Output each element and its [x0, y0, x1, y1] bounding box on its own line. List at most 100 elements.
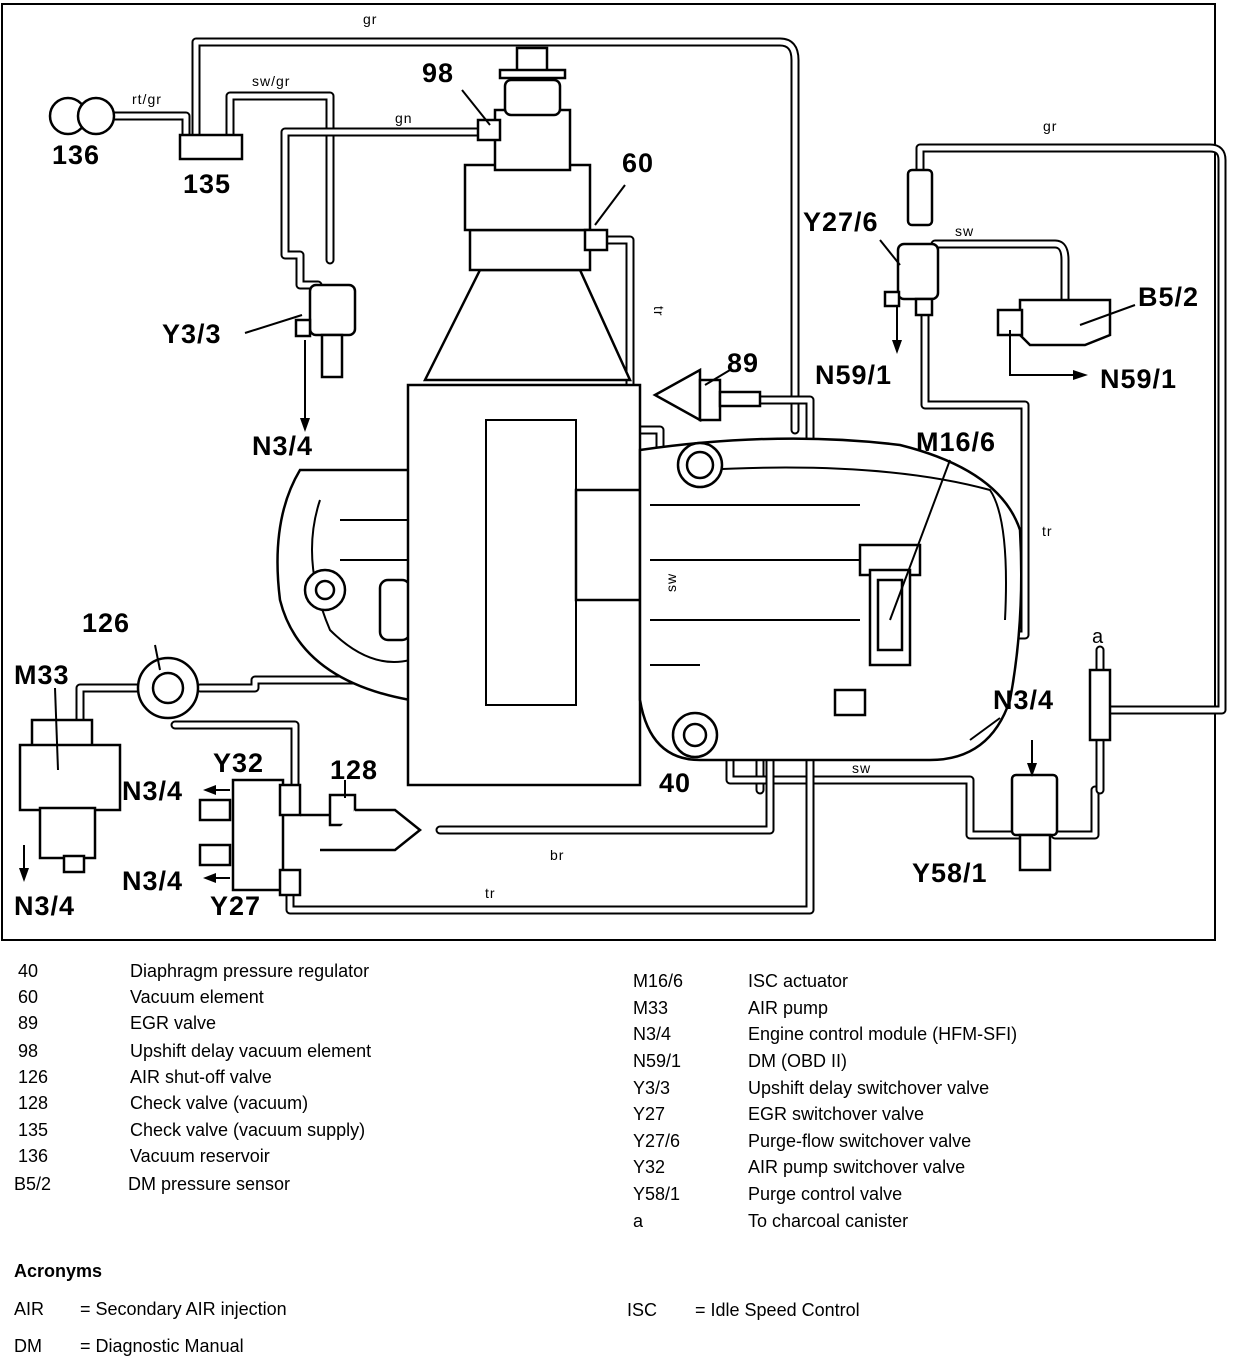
legend-code: 135 [18, 1120, 49, 1140]
legend-code: M16/6 [633, 971, 684, 991]
callout-b5-2: B5/2 [1138, 282, 1199, 312]
callout-n3-4-right: N3/4 [993, 685, 1054, 715]
leader-lines [54, 89, 1136, 798]
callout-60: 60 [622, 148, 654, 178]
hose-label-gr-right: gr [1043, 118, 1057, 134]
legend-code: M33 [633, 998, 669, 1018]
acronym-def: = Diagnostic Manual [80, 1336, 244, 1356]
legend-code: 126 [18, 1067, 49, 1087]
callout-y27: Y27 [210, 891, 261, 921]
acronyms-title: Acronyms [14, 1261, 103, 1281]
pressure-regulator-40 [671, 711, 719, 759]
legend-desc: ISC actuator [748, 971, 849, 991]
legend-desc: Check valve (vacuum supply) [130, 1120, 366, 1140]
callout-a: a [1092, 626, 1104, 648]
callout-89: 89 [727, 348, 759, 378]
air-shutoff-valve-126 [136, 656, 200, 720]
vacuum-diagram: 136 135 98 60 Y27/6 B5/2 N59/1 N59/1 Y3/… [1, 3, 1227, 941]
legend-code: 40 [18, 961, 39, 981]
legend-desc: DM pressure sensor [128, 1174, 291, 1194]
hose-label-rt-gr: rt/gr [132, 91, 162, 107]
callout-n59-1-left: N59/1 [815, 360, 892, 390]
air-pump-m33 [18, 718, 122, 874]
acronym-abbr: AIR [14, 1299, 45, 1319]
acronym-def: = Secondary AIR injection [80, 1299, 287, 1319]
callout-n59-1-right: N59/1 [1100, 364, 1177, 394]
legend-desc: To charcoal canister [748, 1211, 909, 1231]
legend-desc: Engine control module (HFM-SFI) [748, 1024, 1018, 1044]
legend-desc: AIR pump switchover valve [748, 1157, 966, 1177]
callout-m33: M33 [14, 660, 70, 690]
callout-98: 98 [422, 58, 454, 88]
callout-136: 136 [52, 140, 100, 170]
legend-code: a [633, 1211, 644, 1231]
hose-label-gr-top: gr [363, 11, 377, 27]
hose-label-gn: gn [395, 110, 413, 126]
engine-block [276, 383, 1023, 787]
switchover-valves-y32-y27 [198, 778, 302, 897]
acronym-abbr: DM [14, 1336, 42, 1356]
legend-code: Y32 [633, 1157, 666, 1177]
hose-color-labels: gr sw/gr rt/gr gn gr sw tr tr sw sw br t… [132, 11, 1057, 901]
hose-label-tr-right: tr [1042, 523, 1053, 539]
callout-n3-4-left2: N3/4 [122, 866, 183, 896]
callouts: 136 135 98 60 Y27/6 B5/2 N59/1 N59/1 Y3/… [14, 58, 1199, 921]
legend-code: N3/4 [633, 1024, 672, 1044]
callout-y3-3: Y3/3 [162, 319, 222, 349]
callout-n3-4-bottom: N3/4 [14, 891, 75, 921]
hose-label-tr-bottom: tr [485, 885, 496, 901]
legend-desc: AIR shut-off valve [130, 1067, 272, 1087]
callout-128: 128 [330, 755, 378, 785]
legend-code: Y27/6 [633, 1131, 681, 1151]
legend-desc: Vacuum reservoir [130, 1146, 270, 1166]
legend-desc: Purge control valve [748, 1184, 903, 1204]
callout-m16-6: M16/6 [916, 427, 996, 457]
hose-label-sw-gr: sw/gr [252, 73, 290, 89]
legend-desc: Upshift delay vacuum element [130, 1041, 372, 1061]
legend-code: 128 [18, 1093, 49, 1113]
callout-40: 40 [659, 768, 691, 798]
dm-pressure-sensor-b5-2 [996, 298, 1112, 347]
legend-desc: Upshift delay switchover valve [748, 1078, 990, 1098]
diagram-frame [1, 3, 1216, 941]
legend-desc: EGR switchover valve [748, 1104, 925, 1124]
purge-switchover-valve-y27-6 [883, 168, 940, 317]
hose-label-sw-bottom: sw [852, 760, 871, 776]
check-valve-135 [178, 133, 244, 161]
purge-control-valve-y58-1 [1010, 668, 1112, 872]
hose-label-sw-right: sw [955, 223, 974, 239]
vacuum-reservoir-136 [48, 96, 116, 136]
hose-label-br: br [550, 847, 564, 863]
callout-135: 135 [183, 169, 231, 199]
legend-code: 136 [18, 1146, 49, 1166]
callout-y32: Y32 [213, 748, 264, 778]
legend-code: 98 [18, 1041, 39, 1061]
acronym-abbr: ISC [627, 1300, 658, 1320]
legend-desc: Vacuum element [130, 987, 264, 1007]
legend-desc: Diaphragm pressure regulator [130, 961, 370, 981]
legend-code: N59/1 [633, 1051, 682, 1071]
legend-desc: EGR valve [130, 1013, 217, 1033]
switchover-valve-y3-3 [294, 283, 357, 379]
legend-desc: AIR pump [748, 998, 829, 1018]
check-valve-128 [300, 793, 423, 852]
legend-code: B5/2 [14, 1174, 52, 1194]
legend-code: Y3/3 [633, 1078, 671, 1098]
legend-desc: Purge-flow switchover valve [748, 1131, 972, 1151]
legend-code: Y27 [633, 1104, 666, 1124]
legend-desc: DM (OBD II) [748, 1051, 847, 1071]
hose-label-tr-vertical: tr [651, 306, 667, 317]
legend-desc: Check valve (vacuum) [130, 1093, 309, 1113]
intake-assembly [422, 46, 632, 382]
callout-y58-1: Y58/1 [912, 858, 988, 888]
legend-code: 89 [18, 1013, 39, 1033]
legend-code: 60 [18, 987, 39, 1007]
callout-n3-4-top: N3/4 [252, 431, 313, 461]
callout-y27-6: Y27/6 [803, 207, 879, 237]
egr-valve-89 [652, 367, 762, 423]
acronym-def: = Idle Speed Control [695, 1300, 860, 1320]
callout-126: 126 [82, 608, 130, 638]
signal-arrows [19, 306, 1088, 883]
callout-n3-4-left1: N3/4 [122, 776, 183, 806]
legend-code: Y58/1 [633, 1184, 681, 1204]
